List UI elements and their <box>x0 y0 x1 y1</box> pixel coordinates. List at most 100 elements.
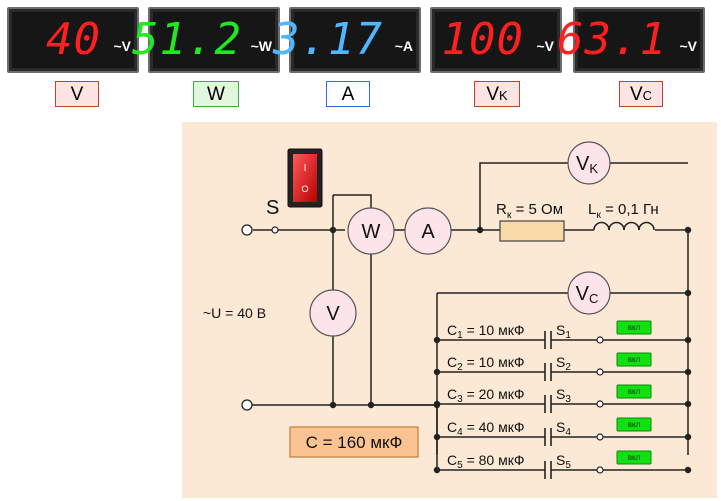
switch-contact <box>596 400 604 408</box>
switch-contact <box>596 368 604 376</box>
switch-button-face[interactable] <box>616 320 652 335</box>
meter-reading: 51.2 <box>132 14 242 65</box>
capacitor-switch-button-2[interactable]: вкл <box>616 352 652 367</box>
source-label: ~U = 40 В <box>203 305 266 321</box>
inductor-coil <box>593 221 610 231</box>
switch-label-4: S4 <box>556 419 571 438</box>
switch-button-face[interactable] <box>616 450 652 465</box>
switch-contact <box>271 226 279 234</box>
meter-unit: ~V <box>113 38 131 54</box>
inductor-coil <box>623 221 640 231</box>
ammeter <box>404 207 452 255</box>
switch-label-2: S2 <box>556 354 571 373</box>
voltmeter-k-label: VK <box>576 153 598 176</box>
switch-button-label[interactable]: вкл <box>628 387 641 396</box>
meter-display-2: 51.2 ~W <box>132 7 280 73</box>
capacitor-switch-button-5[interactable]: вкл <box>616 450 652 465</box>
junction-dot <box>433 336 441 344</box>
meter-tag-5: VC <box>619 81 663 107</box>
switch-label-5: S5 <box>556 452 571 471</box>
switch-button-label[interactable]: вкл <box>628 323 641 332</box>
junction-dot <box>433 466 441 474</box>
input-terminal-bottom <box>241 399 253 411</box>
voltmeter-label: V <box>326 303 340 325</box>
junction-dot <box>433 368 441 376</box>
switch-label-3: S3 <box>556 386 571 405</box>
meter-tag-2: W <box>193 81 239 107</box>
junction-dot <box>684 400 692 408</box>
power-switch[interactable]: IO <box>287 148 323 208</box>
resistor <box>499 220 565 242</box>
wire <box>479 162 570 230</box>
meter-tag-3: A <box>326 81 370 107</box>
meter-reading: 3.17 <box>273 14 383 65</box>
capacitor-switch-button-1[interactable]: вкл <box>616 320 652 335</box>
junction-dot <box>684 368 692 376</box>
meter-unit: ~W <box>250 38 272 54</box>
inductor-coil <box>608 221 625 231</box>
power-switch-rocker[interactable] <box>293 154 317 202</box>
capacitor-label-1: C1 = 10 мкФ <box>447 322 525 341</box>
meter-reading: 40 <box>46 14 101 65</box>
meter-unit: ~A <box>394 38 413 54</box>
ammeter-label: A <box>421 221 435 243</box>
meter-display-3: 3.17 ~A <box>273 7 421 73</box>
meter-display-4: 100 ~V <box>430 7 562 73</box>
switch-button-label[interactable]: вкл <box>628 420 641 429</box>
meter-display-5: 63.1~V <box>557 7 705 73</box>
meter-reading: 63.1 <box>557 14 667 65</box>
meter-display-1: 40 ~V <box>7 7 139 73</box>
power-switch-off-mark: O <box>301 184 308 194</box>
total-capacitance-label: C = 160 мкФ <box>306 433 403 452</box>
junction-dot <box>684 289 692 297</box>
wire <box>655 229 689 455</box>
inductor-label: Lк = 0,1 Гн <box>588 201 659 221</box>
switch-button-label[interactable]: вкл <box>628 355 641 364</box>
junction-dot <box>684 433 692 441</box>
switch-button-face[interactable] <box>616 352 652 367</box>
switch-contact <box>596 336 604 344</box>
junction-dot <box>329 401 337 409</box>
meter-tag-4: VK <box>474 81 520 107</box>
meter-tag-1: V <box>55 81 99 107</box>
switch-contact <box>596 433 604 441</box>
capacitor-switch-button-4[interactable]: вкл <box>616 417 652 432</box>
switch-button-face[interactable] <box>616 384 652 399</box>
meter-reading: 100 <box>441 14 524 65</box>
switch-button-face[interactable] <box>616 417 652 432</box>
junction-dot <box>433 433 441 441</box>
voltmeter <box>309 289 357 337</box>
junction-dot <box>329 226 337 234</box>
junction-dot <box>476 226 484 234</box>
capacitor-label-5: C5 = 80 мкФ <box>447 452 525 471</box>
wattmeter-label: W <box>362 221 381 243</box>
wattmeter <box>347 207 395 255</box>
input-terminal-top <box>241 224 253 236</box>
junction-dot <box>684 336 692 344</box>
junction-dot <box>367 401 375 409</box>
capacitor-label-3: C3 = 20 мкФ <box>447 386 525 405</box>
circuit-wires <box>247 162 689 471</box>
total-capacitance-box <box>289 426 419 458</box>
switch-button-label[interactable]: вкл <box>628 453 641 462</box>
inductor-coil <box>638 221 655 231</box>
capacitor-label-4: C4 = 40 мкФ <box>447 419 525 438</box>
voltmeter-c-label: VC <box>576 283 599 306</box>
junction-dot <box>684 226 692 234</box>
junction-dot <box>684 466 692 474</box>
capacitor-switch-button-3[interactable]: вкл <box>616 384 652 399</box>
wire <box>333 194 372 212</box>
voltmeter-k <box>567 141 611 185</box>
voltmeter-c <box>567 271 611 315</box>
power-switch-on-mark: I <box>304 163 307 174</box>
switch-label: S <box>266 197 279 219</box>
resistor-label: Rк = 5 Ом <box>496 201 563 221</box>
switch-label-1: S1 <box>556 322 571 341</box>
junction-dot <box>433 400 441 408</box>
switch-contact <box>596 466 604 474</box>
capacitor-label-2: C2 = 10 мкФ <box>447 354 525 373</box>
wire <box>370 248 437 406</box>
circuit-panel <box>182 122 717 498</box>
meter-unit: ~V <box>536 38 554 54</box>
